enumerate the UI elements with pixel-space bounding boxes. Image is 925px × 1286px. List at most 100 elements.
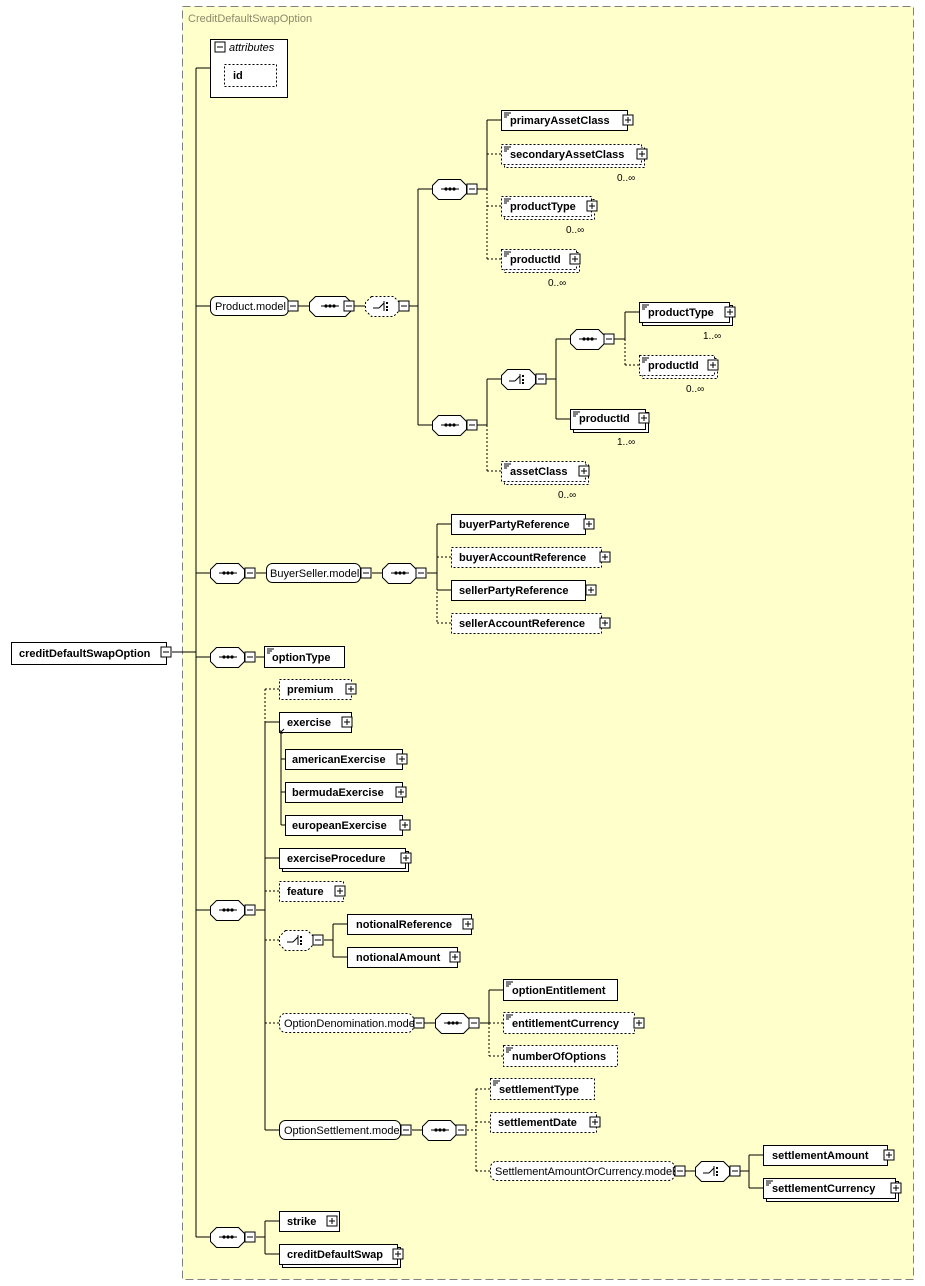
collapse-icon[interactable] [244,1231,256,1243]
group-settlement-amount-or-currency-model[interactable]: SettlementAmountOrCurrency.model [490,1161,686,1181]
expand-icon[interactable] [622,114,634,126]
element-choice-product-id-2[interactable]: productId 1..∞ [570,409,650,449]
expand-icon[interactable] [585,584,597,596]
collapse-icon[interactable] [603,333,615,345]
expand-icon[interactable] [569,253,581,265]
element-seller-account-reference[interactable]: sellerAccountReference [451,613,611,634]
choice-compositor[interactable] [501,369,547,390]
expand-icon[interactable] [341,716,353,728]
attributes-box[interactable]: attributes id [210,39,288,98]
element-notional-amount[interactable]: notionalAmount [347,947,461,968]
expand-icon[interactable] [396,753,408,765]
expand-icon[interactable] [334,885,346,897]
element-settlement-date[interactable]: settlementDate [490,1112,601,1133]
collapse-icon[interactable] [360,567,372,579]
element-notional-reference[interactable]: notionalReference [347,914,474,935]
element-settlement-amount[interactable]: settlementAmount [763,1145,895,1166]
expand-icon[interactable] [395,786,407,798]
element-number-of-options[interactable]: numberOfOptions [503,1045,618,1067]
collapse-icon[interactable] [674,1165,686,1177]
element-secondary-asset-class[interactable]: secondaryAssetClass 0..∞ [501,144,648,185]
group-product-model[interactable]: Product.model [210,296,299,316]
choice-compositor[interactable] [695,1161,741,1182]
expand-icon[interactable] [399,819,411,831]
collapse-icon[interactable] [312,934,324,946]
element-choice-product-type[interactable]: productType 1..∞ [639,302,736,343]
collapse-icon[interactable] [455,1124,467,1136]
element-seller-party-reference[interactable]: sellerPartyReference [451,580,597,601]
sequence-compositor[interactable] [422,1120,467,1141]
element-credit-default-swap[interactable]: creditDefaultSwap [279,1244,404,1268]
collapse-icon[interactable] [343,300,355,312]
sequence-compositor[interactable] [570,329,615,350]
expand-icon[interactable] [589,1116,601,1128]
sequence-compositor[interactable] [210,563,256,584]
sequence-compositor[interactable] [432,415,478,436]
element-exercise-procedure[interactable]: exerciseProcedure [279,848,412,872]
expand-icon[interactable] [883,1149,895,1161]
collapse-icon[interactable] [415,567,427,579]
expand-icon[interactable] [707,359,719,371]
root-element[interactable]: creditDefaultSwapOption [11,642,172,665]
element-choice-product-id[interactable]: productId 0..∞ [639,355,719,396]
expand-icon[interactable] [633,1017,645,1029]
collapse-icon[interactable] [287,300,299,312]
sequence-compositor[interactable] [210,647,256,668]
expand-icon[interactable] [578,465,590,477]
sequence-compositor[interactable] [210,900,256,921]
collapse-icon[interactable] [466,183,478,195]
collapse-icon[interactable] [400,1124,412,1136]
element-bermuda-exercise[interactable]: bermudaExercise [285,782,407,803]
expand-icon[interactable] [638,412,650,424]
element-settlement-currency[interactable]: settlementCurrency [763,1178,902,1202]
expand-icon[interactable] [392,1248,404,1260]
choice-compositor[interactable] [365,296,410,317]
element-settlement-type[interactable]: settlementType [490,1078,595,1100]
collapse-icon[interactable] [244,567,256,579]
collapse-icon[interactable] [535,373,547,385]
expand-icon[interactable] [586,200,598,212]
element-product-id[interactable]: productId 0..∞ [501,249,581,290]
collapse-icon[interactable] [468,1017,480,1029]
sequence-compositor[interactable] [435,1013,480,1034]
group-buyer-seller-model[interactable]: BuyerSeller.model [266,563,372,583]
expand-icon[interactable] [462,918,474,930]
collapse-icon[interactable] [413,1017,425,1029]
sequence-compositor[interactable] [210,1227,256,1248]
expand-icon[interactable] [599,617,611,629]
element-option-entitlement[interactable]: optionEntitlement [503,979,618,1001]
expand-icon[interactable] [583,518,595,530]
element-strike[interactable]: strike [279,1211,340,1232]
collapse-icon[interactable] [244,651,256,663]
expand-icon[interactable] [449,951,461,963]
element-asset-class[interactable]: assetClass 0..∞ [501,461,590,502]
element-primary-asset-class[interactable]: primaryAssetClass [501,110,634,131]
element-product-type[interactable]: productType 0..∞ [501,196,598,237]
collapse-icon[interactable] [466,419,478,431]
element-premium[interactable]: premium [279,679,357,700]
sequence-compositor[interactable] [432,179,478,200]
collapse-icon[interactable] [214,41,226,53]
expand-icon[interactable] [724,306,736,318]
element-option-type[interactable]: optionType [264,646,345,668]
element-exercise[interactable]: exercise [279,712,353,734]
group-option-denomination-model[interactable]: OptionDenomination.model [279,1013,425,1033]
choice-compositor[interactable] [279,930,324,951]
expand-icon[interactable] [400,852,412,864]
element-buyer-account-reference[interactable]: buyerAccountReference [451,547,611,568]
expand-icon[interactable] [345,683,357,695]
element-european-exercise[interactable]: europeanExercise [285,815,411,836]
expand-icon[interactable] [326,1215,338,1227]
collapse-icon[interactable] [398,300,410,312]
expand-icon[interactable] [890,1182,902,1194]
sequence-compositor[interactable] [309,296,355,317]
collapse-icon[interactable] [244,904,256,916]
collapse-icon[interactable] [729,1165,741,1177]
expand-icon[interactable] [599,551,611,563]
collapse-icon[interactable] [160,646,172,658]
sequence-compositor[interactable] [382,563,427,584]
element-buyer-party-reference[interactable]: buyerPartyReference [451,514,595,535]
element-american-exercise[interactable]: americanExercise [285,749,408,770]
element-feature[interactable]: feature [279,881,346,902]
expand-icon[interactable] [636,148,648,160]
